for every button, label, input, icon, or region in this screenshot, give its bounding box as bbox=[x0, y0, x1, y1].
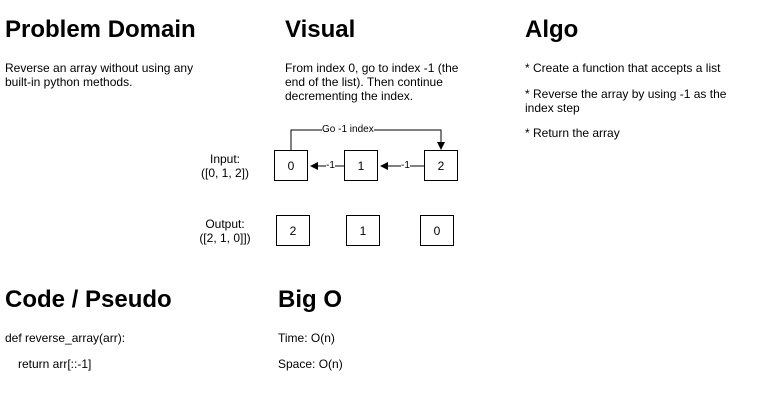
step-label-1: -1 bbox=[326, 160, 335, 172]
input-label: Input: ([0, 1, 2]) bbox=[190, 152, 260, 180]
input-label-value: ([0, 1, 2]) bbox=[200, 166, 250, 180]
output-label: Output: ([2, 1, 0]]) bbox=[190, 217, 260, 245]
step-label-2: -1 bbox=[401, 160, 410, 172]
algo-step-1: * Create a function that accepts a list bbox=[525, 61, 721, 75]
problem-domain-heading: Problem Domain bbox=[5, 16, 196, 43]
input-box-1: 1 bbox=[344, 150, 378, 181]
code-line-1: def reverse_array(arr): bbox=[5, 331, 126, 345]
code-line-2: return arr[::-1] bbox=[18, 357, 92, 371]
big-o-heading: Big O bbox=[278, 286, 342, 313]
big-o-space: Space: O(n) bbox=[278, 357, 343, 371]
output-label-value: ([2, 1, 0]]) bbox=[199, 231, 251, 245]
visual-text: From index 0, go to index -1 (the end of… bbox=[285, 61, 459, 103]
input-box-0: 0 bbox=[274, 150, 308, 181]
go-minus-one-label: Go -1 index bbox=[322, 124, 374, 136]
input-label-title: Input: bbox=[209, 152, 241, 166]
output-box-0: 2 bbox=[276, 215, 310, 246]
algo-step-3: * Return the array bbox=[525, 126, 620, 140]
visual-heading: Visual bbox=[285, 16, 356, 43]
big-o-time: Time: O(n) bbox=[278, 331, 335, 345]
code-pseudo-heading: Code / Pseudo bbox=[5, 286, 172, 313]
algo-heading: Algo bbox=[525, 16, 579, 43]
output-box-2: 0 bbox=[420, 215, 454, 246]
output-label-title: Output: bbox=[205, 217, 245, 231]
output-box-1: 1 bbox=[346, 215, 380, 246]
problem-domain-text: Reverse an array without using any built… bbox=[5, 61, 194, 89]
input-box-2: 2 bbox=[424, 150, 458, 181]
algo-step-2: * Reverse the array by using -1 as the i… bbox=[525, 87, 727, 115]
